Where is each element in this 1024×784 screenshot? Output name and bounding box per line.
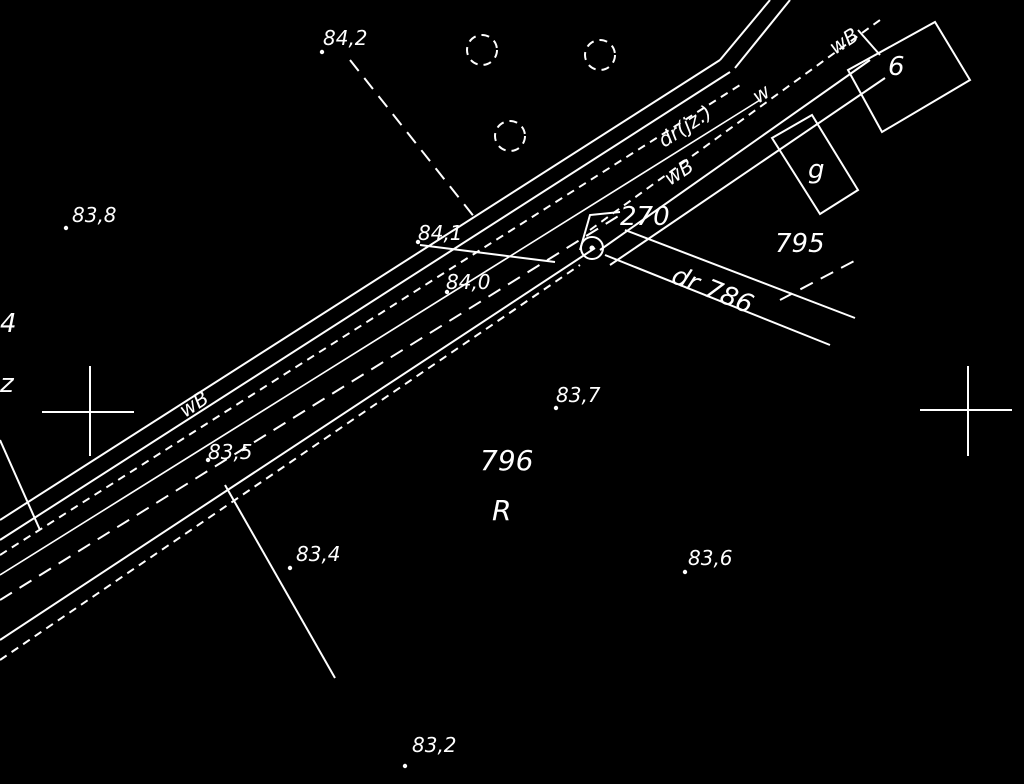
building-tick bbox=[857, 29, 881, 56]
road-centre-dashed-2 bbox=[0, 214, 621, 601]
parcel-number-796: 796 bbox=[480, 444, 533, 477]
boundary-line-84-1 bbox=[419, 244, 556, 263]
building-g bbox=[770, 113, 860, 216]
parcel-labels: 796 R 795 270 dr 786 bbox=[480, 202, 825, 527]
boundary-corner-270 bbox=[579, 211, 621, 251]
spot-height-labels: 84,2 83,8 84,1 84,0 83,7 83,5 83,4 83,6 … bbox=[72, 26, 733, 757]
tree-icon bbox=[584, 39, 616, 71]
spot-height-label: 83,2 bbox=[412, 733, 457, 757]
spot-height-label: 83,6 bbox=[688, 546, 733, 570]
boundary-dashed-795 bbox=[779, 257, 861, 301]
road-corridor bbox=[0, 0, 886, 661]
boundary-line-west bbox=[0, 439, 41, 531]
spot-height-label: 83,4 bbox=[296, 542, 341, 566]
road-surface-label: wB bbox=[175, 386, 213, 423]
road-centre-right bbox=[589, 19, 881, 231]
survey-cross-right bbox=[920, 366, 1012, 456]
road-edge-line-3 bbox=[0, 99, 761, 576]
spot-height-label: 83,7 bbox=[556, 383, 601, 407]
tree-icon bbox=[494, 120, 526, 152]
road-edge-right-1 bbox=[599, 59, 871, 251]
survey-cross-left bbox=[42, 366, 134, 456]
road-edge-right-2 bbox=[609, 77, 886, 266]
spot-height-label: 84,1 bbox=[418, 221, 463, 245]
road-edge-line-2 bbox=[0, 71, 731, 541]
boundary-line-dr786-1 bbox=[604, 254, 831, 346]
edge-label: 4 bbox=[0, 309, 17, 339]
survey-point-centre bbox=[589, 245, 595, 251]
road-centre-dashed-3 bbox=[0, 264, 581, 661]
survey-point-icon bbox=[580, 236, 604, 260]
trees bbox=[466, 34, 616, 152]
road-parcel-label: dr 786 bbox=[667, 261, 757, 321]
parcel-boundaries bbox=[0, 59, 861, 679]
road-centre-dashed-1 bbox=[0, 84, 741, 556]
road-edge-upper-1 bbox=[719, 0, 771, 61]
spot-height-label: 83,5 bbox=[208, 440, 253, 464]
parcel-number-270: 270 bbox=[620, 202, 670, 232]
building-6 bbox=[846, 20, 972, 134]
spot-height-label: 84,2 bbox=[323, 26, 368, 50]
spot-height-label: 84,0 bbox=[446, 270, 491, 294]
boundary-line-dr786-2 bbox=[624, 229, 856, 319]
parcel-number-795: 795 bbox=[775, 229, 825, 259]
road-edge-upper-2 bbox=[734, 0, 791, 69]
tree-icon bbox=[466, 34, 498, 66]
building-label: g bbox=[808, 155, 825, 185]
road-edge-line-1 bbox=[0, 59, 721, 521]
spot-height-points bbox=[63, 49, 688, 769]
road-surface-label: w bbox=[748, 79, 775, 108]
building-labels: g 6 bbox=[808, 52, 905, 185]
road-surface-label: wB bbox=[825, 23, 863, 60]
road-edge-line-4 bbox=[0, 247, 596, 641]
spot-height-label: 83,8 bbox=[72, 203, 117, 227]
building-label: 6 bbox=[888, 52, 905, 82]
boundary-dashed-north bbox=[349, 59, 476, 219]
edge-label: z bbox=[0, 369, 15, 399]
boundary-line-south bbox=[224, 484, 336, 679]
land-use-label: R bbox=[492, 494, 511, 527]
